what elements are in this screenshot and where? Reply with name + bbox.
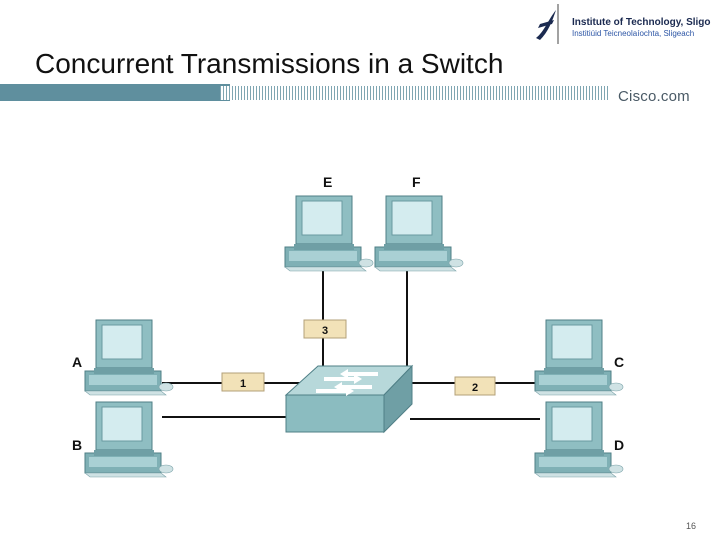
- institute-logo: [536, 4, 559, 44]
- frame-1: 1: [221, 372, 265, 392]
- host-label-b: B: [72, 437, 82, 453]
- frame-3: 3: [303, 319, 347, 339]
- institute-name-irish: Institiúid Teicneolaíochta, Sligeach: [572, 29, 695, 38]
- host-label-f: F: [412, 174, 421, 190]
- host-label-a: A: [72, 354, 82, 370]
- frame-label-3: 3: [322, 325, 328, 337]
- frame-2: 2: [454, 376, 496, 396]
- host-f: [374, 195, 464, 272]
- cisco-brand: Cisco.com: [618, 88, 690, 105]
- institute-name: Institute of Technology, Sligo: [572, 17, 711, 28]
- host-a: [84, 319, 174, 396]
- host-label-d: D: [614, 437, 624, 453]
- frame-label-1: 1: [240, 378, 246, 390]
- frame-label-2: 2: [472, 382, 478, 394]
- header-bar: [0, 84, 230, 101]
- host-b: [84, 401, 174, 478]
- network-switch: [284, 364, 414, 434]
- host-label-e: E: [323, 174, 332, 190]
- slide-title: Concurrent Transmissions in a Switch: [35, 48, 504, 79]
- page-number: 16: [686, 521, 697, 531]
- host-d: [534, 401, 624, 478]
- host-label-c: C: [614, 354, 624, 370]
- host-c: [534, 319, 624, 396]
- header-stripes: [220, 86, 610, 100]
- host-e: [284, 195, 374, 272]
